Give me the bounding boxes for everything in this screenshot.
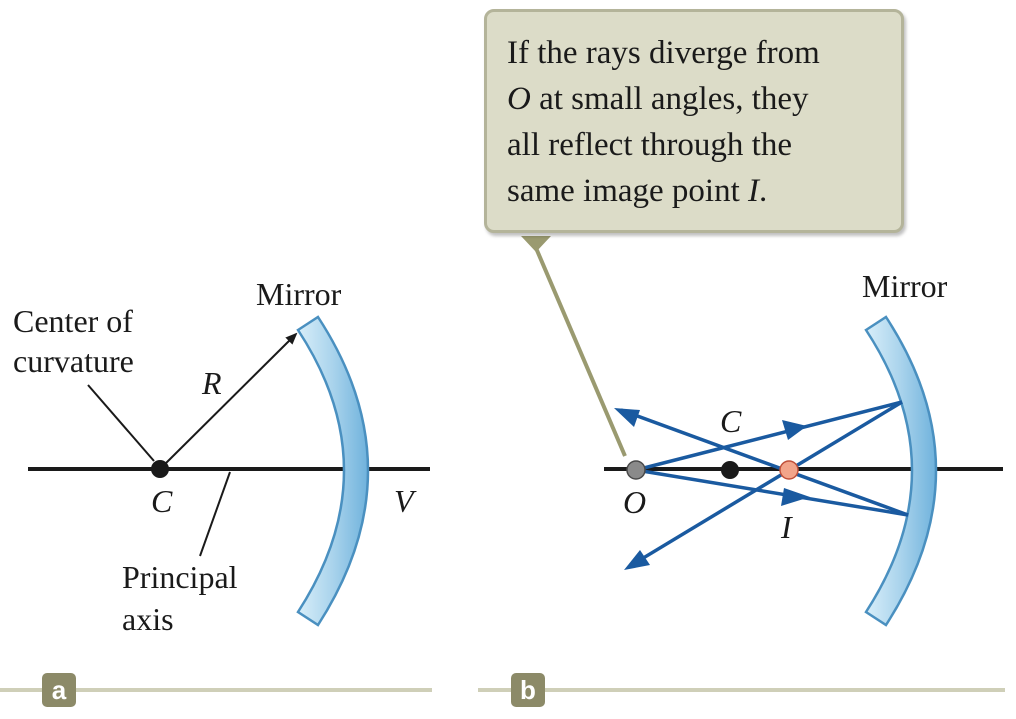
mirror-label-a: Mirror — [256, 276, 342, 312]
center-of-curvature-point-b — [721, 461, 739, 479]
panel-tag-b: b — [511, 673, 545, 707]
center-point-label-b: C — [720, 403, 742, 439]
object-label: O — [623, 484, 646, 520]
ray-arrowheads — [614, 408, 810, 570]
callout-leader-line — [534, 247, 627, 457]
radius-arrow — [159, 332, 298, 470]
incident-ray-upper — [635, 400, 903, 472]
arrowhead-reflected-lower — [614, 408, 640, 427]
panel-b: Mirror C O I — [478, 236, 1005, 692]
callout-image-symbol: I — [748, 173, 760, 209]
center-of-curvature-point-a — [151, 460, 169, 478]
axis-leader-line — [199, 471, 231, 557]
image-label: I — [780, 509, 793, 545]
callout-line-4-end: . — [759, 173, 768, 209]
callout-line-4: same image point I. — [507, 168, 897, 214]
object-point — [626, 460, 646, 480]
image-point — [779, 460, 799, 480]
arrowhead-reflected-upper — [624, 550, 650, 570]
axis-label-line1: Principal — [122, 559, 238, 595]
callout-object-symbol: O — [507, 81, 531, 117]
callout-text: If the rays diverge from O at small angl… — [507, 30, 897, 214]
radius-label: R — [201, 365, 222, 401]
arrowhead-upper-incident — [782, 420, 807, 440]
callout-line-2: O at small angles, they — [507, 76, 897, 122]
center-label-line1: Center of — [13, 303, 133, 339]
callout-line-3: all reflect through the — [507, 127, 792, 163]
arrowhead-lower-incident — [781, 488, 810, 506]
callout-pointer — [521, 236, 551, 252]
reflected-ray-lower — [620, 408, 909, 517]
callout-line-1: If the rays diverge from — [507, 35, 820, 71]
callout-box: If the rays diverge from O at small angl… — [484, 9, 904, 233]
axis-label-line2: axis — [122, 601, 174, 637]
mirror-label-b: Mirror — [862, 268, 948, 304]
center-label-line2: curvature — [13, 343, 134, 379]
concave-mirror-a — [296, 315, 370, 627]
incident-ray-lower — [635, 468, 909, 517]
center-leader-line — [87, 384, 155, 462]
concave-mirror-b — [864, 315, 938, 627]
callout-line-2-rest: at small angles, they — [530, 81, 809, 117]
vertex-label: V — [394, 483, 417, 519]
callout-line-4-start: same image point — [507, 173, 749, 209]
panel-tag-a: a — [42, 673, 76, 707]
panel-a: Mirror Center of curvature R C V Princip… — [0, 276, 432, 692]
reflected-ray-upper — [629, 400, 903, 568]
light-rays — [620, 400, 909, 568]
center-point-label-a: C — [151, 483, 173, 519]
